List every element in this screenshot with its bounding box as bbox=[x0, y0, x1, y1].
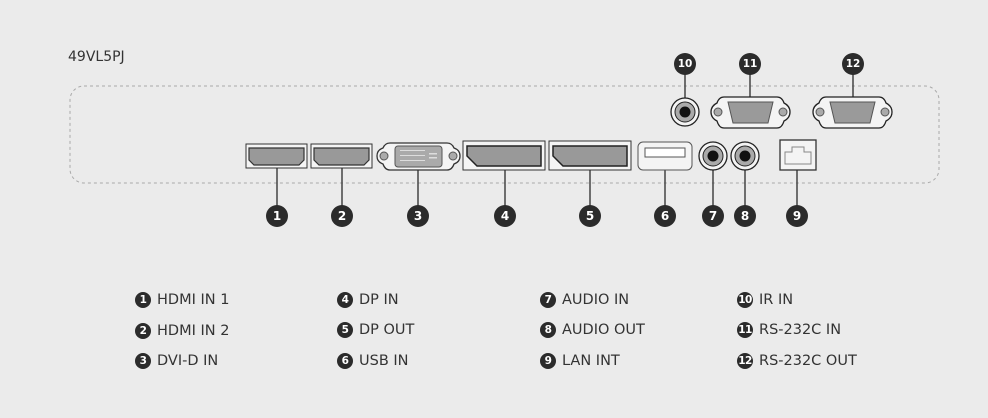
badge-9: 9 bbox=[786, 205, 808, 227]
legend-item-5: 5 DP OUT bbox=[337, 322, 414, 338]
legend-item-9: 9 LAN INT bbox=[540, 353, 620, 369]
legend-label: DP OUT bbox=[359, 322, 415, 338]
usb-port bbox=[637, 141, 693, 171]
lan-port bbox=[779, 139, 817, 171]
badge-7: 7 bbox=[702, 205, 724, 227]
legend-label: HDMI IN 1 bbox=[157, 292, 230, 308]
legend-badge: 4 bbox=[337, 292, 353, 308]
legend-label: DVI-D IN bbox=[157, 353, 219, 369]
dvi-port bbox=[376, 142, 461, 171]
model-title: 49VL5PJ bbox=[68, 49, 125, 65]
legend-item-1: 1 HDMI IN 1 bbox=[135, 292, 229, 308]
svg-text:5: 5 bbox=[586, 209, 594, 223]
svg-text:4: 4 bbox=[501, 209, 509, 223]
audio-out-jack bbox=[730, 141, 760, 171]
legend-badge: 11 bbox=[737, 322, 753, 338]
legend-badge: 9 bbox=[540, 353, 556, 369]
legend-badge: 5 bbox=[337, 322, 353, 338]
svg-text:8: 8 bbox=[741, 209, 749, 223]
svg-text:7: 7 bbox=[709, 209, 717, 223]
legend-badge: 7 bbox=[540, 292, 556, 308]
svg-text:3: 3 bbox=[414, 209, 422, 223]
hdmi-port-2 bbox=[310, 143, 373, 169]
badge-5: 5 bbox=[579, 205, 601, 227]
legend-label: RS-232C IN bbox=[759, 322, 842, 338]
legend-label: RS-232C OUT bbox=[759, 353, 857, 369]
displayport-out bbox=[548, 140, 632, 171]
legend-item-10: 10 IR IN bbox=[737, 292, 793, 308]
rs232c-in-port bbox=[710, 96, 791, 129]
badge-8: 8 bbox=[734, 205, 756, 227]
displayport-in bbox=[462, 140, 546, 171]
badge-12: 12 bbox=[842, 53, 864, 75]
rs232c-out-port bbox=[812, 96, 893, 129]
svg-text:2: 2 bbox=[338, 209, 346, 223]
legend-item-12: 12 RS-232C OUT bbox=[737, 353, 857, 369]
legend-item-2: 2 HDMI IN 2 bbox=[135, 323, 229, 339]
legend-label: AUDIO OUT bbox=[562, 322, 645, 338]
legend-item-3: 3 DVI-D IN bbox=[135, 353, 218, 369]
badge-2: 2 bbox=[331, 205, 353, 227]
legend-item-8: 8 AUDIO OUT bbox=[540, 322, 645, 338]
legend-badge: 1 bbox=[135, 292, 151, 308]
legend-badge: 3 bbox=[135, 353, 151, 369]
legend-label: DP IN bbox=[359, 292, 399, 308]
svg-text:6: 6 bbox=[661, 209, 669, 223]
legend-label: AUDIO IN bbox=[562, 292, 630, 308]
legend-badge: 6 bbox=[337, 353, 353, 369]
svg-text:1: 1 bbox=[273, 209, 281, 223]
badge-4: 4 bbox=[494, 205, 516, 227]
legend-item-4: 4 DP IN bbox=[337, 292, 399, 308]
legend-item-11: 11 RS-232C IN bbox=[737, 322, 841, 338]
legend-badge: 2 bbox=[135, 323, 151, 339]
badge-10: 10 bbox=[674, 53, 696, 75]
badge-6: 6 bbox=[654, 205, 676, 227]
legend-label: IR IN bbox=[759, 292, 794, 308]
legend-label: HDMI IN 2 bbox=[157, 323, 230, 339]
legend-item-7: 7 AUDIO IN bbox=[540, 292, 629, 308]
legend-item-6: 6 USB IN bbox=[337, 353, 409, 369]
ir-in-jack bbox=[670, 97, 700, 127]
audio-in-jack bbox=[698, 141, 728, 171]
badge-3: 3 bbox=[407, 205, 429, 227]
leader-lines bbox=[276, 70, 854, 210]
legend-badge: 10 bbox=[737, 292, 753, 308]
svg-text:9: 9 bbox=[793, 209, 801, 223]
legend-label: USB IN bbox=[359, 353, 409, 369]
legend-badge: 8 bbox=[540, 322, 556, 338]
badge-11: 11 bbox=[739, 53, 761, 75]
legend-label: LAN INT bbox=[562, 353, 620, 369]
svg-text:11: 11 bbox=[743, 58, 758, 70]
badge-1: 1 bbox=[266, 205, 288, 227]
legend-badge: 12 bbox=[737, 353, 753, 369]
hdmi-port-1 bbox=[245, 143, 308, 169]
svg-text:10: 10 bbox=[678, 58, 693, 70]
svg-text:12: 12 bbox=[846, 58, 861, 70]
